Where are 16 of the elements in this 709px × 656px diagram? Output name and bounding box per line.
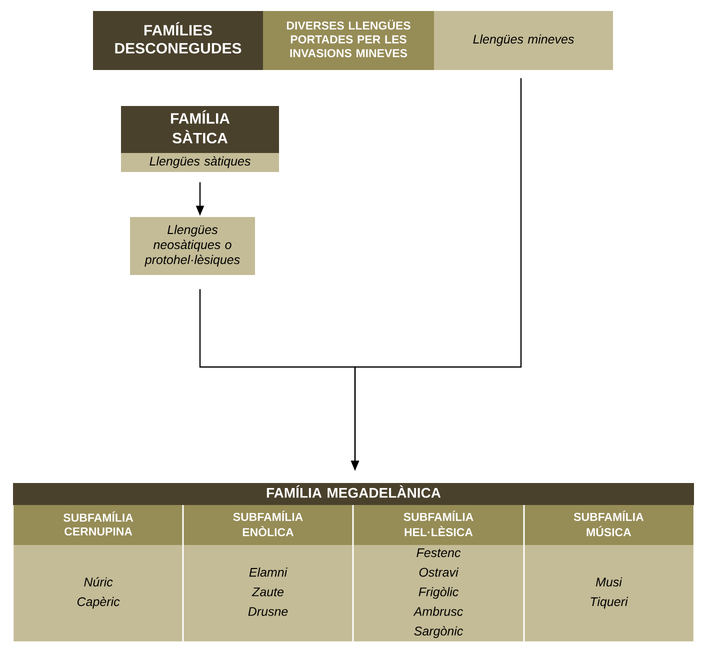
table-title: FAMÍLIA MEGADELÀNICA: [13, 482, 694, 505]
category-box: DIVERSES LLENGÜES PORTADES PER LES INVASIONS MINEVES: [263, 11, 434, 70]
family-table: [13, 482, 694, 642]
node-label: SUBFAMÍLIA ENÒLICA: [233, 510, 303, 536]
node-label: SUBFAMÍLIA HEL·LÈSICA: [404, 510, 474, 536]
family-box: FAMÍLIA SÀTICA Llengües sàtiques: [121, 106, 279, 172]
subfamily-column: SUBFAMÍLIA ENÒLICA Elamni Zaute Drusne: [183, 504, 353, 642]
node-label: SUBFAMÍLIA CERNUPINA: [64, 511, 134, 536]
subfamily-column: SUBFAMÍLIA CERNUPINA Núric Capèric: [14, 504, 183, 642]
node-label: Llengües sàtiques: [150, 156, 250, 168]
language-box: Llengües neosàtiques o protohel·lèsiques: [130, 216, 255, 275]
node-label: SUBFAMÍLIA MÚSICA: [574, 510, 644, 536]
language-box: Llengües mineves: [434, 11, 613, 70]
subfamily-column: SUBFAMÍLIA HEL·LÈSICA Festenc Ostravi Frigòlic Ambrusc Sargònic: [353, 504, 524, 642]
subfamily-column: SUBFAMÍLIA MÚSICA Musi Tiqueri: [524, 504, 694, 642]
category-box: FAMÍLIES DESCONEGUDES: [93, 11, 263, 70]
